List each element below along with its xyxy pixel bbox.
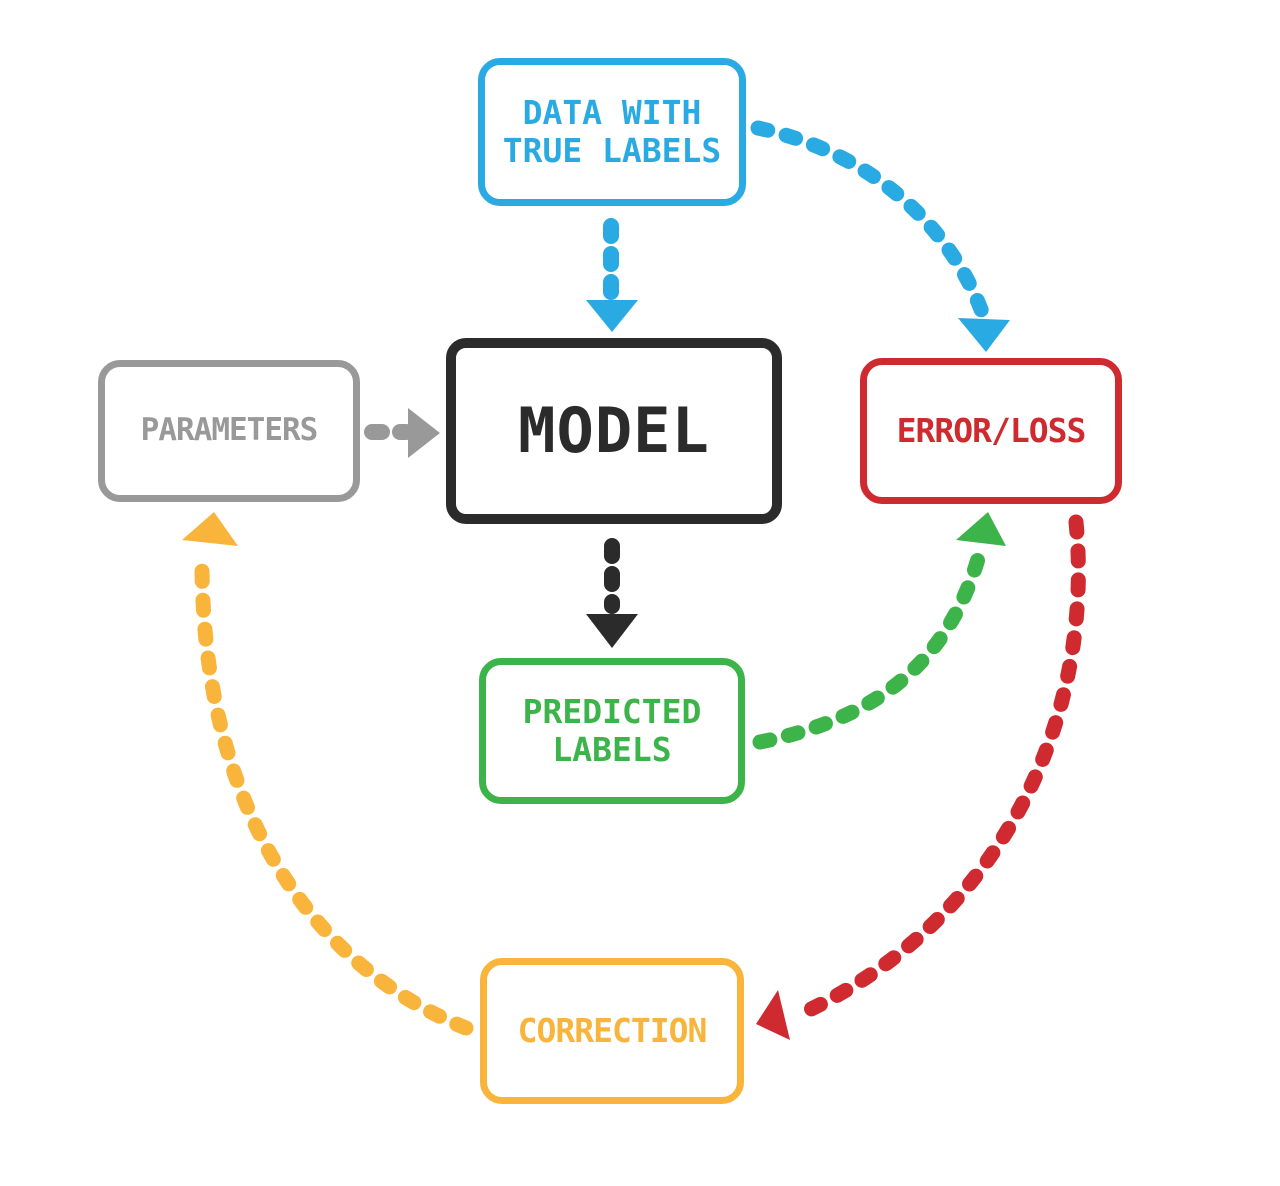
- edge-data-to-error-line: [750, 120, 990, 320]
- edge-data-to-model: [586, 218, 638, 332]
- node-parameters-label: PARAMETERS: [140, 412, 319, 449]
- node-parameters: PARAMETERS: [98, 360, 360, 502]
- edge-model-to-predicted: [586, 538, 638, 648]
- node-predicted-label-line2: LABELS: [552, 730, 672, 769]
- node-model-label: MODEL: [518, 394, 710, 468]
- node-data-label-line1: DATA WITH: [522, 93, 702, 133]
- node-data-with-true-labels: DATA WITH TRUE LABELS: [478, 58, 746, 206]
- node-error-label: ERROR/LOSS: [896, 411, 1087, 451]
- edge-correction-to-parameters-arrowhead: [182, 512, 238, 546]
- edge-data-to-error: [750, 120, 1010, 352]
- edge-model-to-predicted-arrowhead: [586, 614, 638, 648]
- node-error-loss: ERROR/LOSS: [860, 358, 1122, 504]
- edge-error-to-correction-line: [797, 514, 1086, 1020]
- node-correction-label: CORRECTION: [517, 1011, 708, 1051]
- node-correction: CORRECTION: [480, 958, 744, 1104]
- edge-data-to-model-arrowhead: [586, 300, 638, 332]
- edge-error-to-correction-arrowhead: [756, 990, 790, 1040]
- edge-correction-to-parameters: [182, 512, 474, 1036]
- edge-data-to-error-arrowhead: [958, 318, 1010, 352]
- node-predicted-label-line1: PREDICTED: [522, 692, 702, 732]
- edge-predicted-to-error: [752, 512, 1006, 750]
- edge-correction-to-parameters-line: [194, 562, 474, 1036]
- edge-predicted-to-error-line: [752, 544, 988, 750]
- node-model: MODEL: [446, 338, 782, 524]
- edge-predicted-to-error-arrowhead: [956, 512, 1006, 546]
- edge-parameters-to-model: [364, 408, 440, 458]
- node-predicted-labels: PREDICTED LABELS: [479, 658, 745, 804]
- node-data-label: DATA WITH TRUE LABELS: [503, 94, 722, 170]
- node-predicted-label: PREDICTED LABELS: [523, 693, 702, 769]
- edge-error-to-correction: [756, 514, 1086, 1040]
- node-data-label-line2: TRUE LABELS: [502, 131, 722, 170]
- edge-parameters-to-model-arrowhead: [408, 408, 440, 458]
